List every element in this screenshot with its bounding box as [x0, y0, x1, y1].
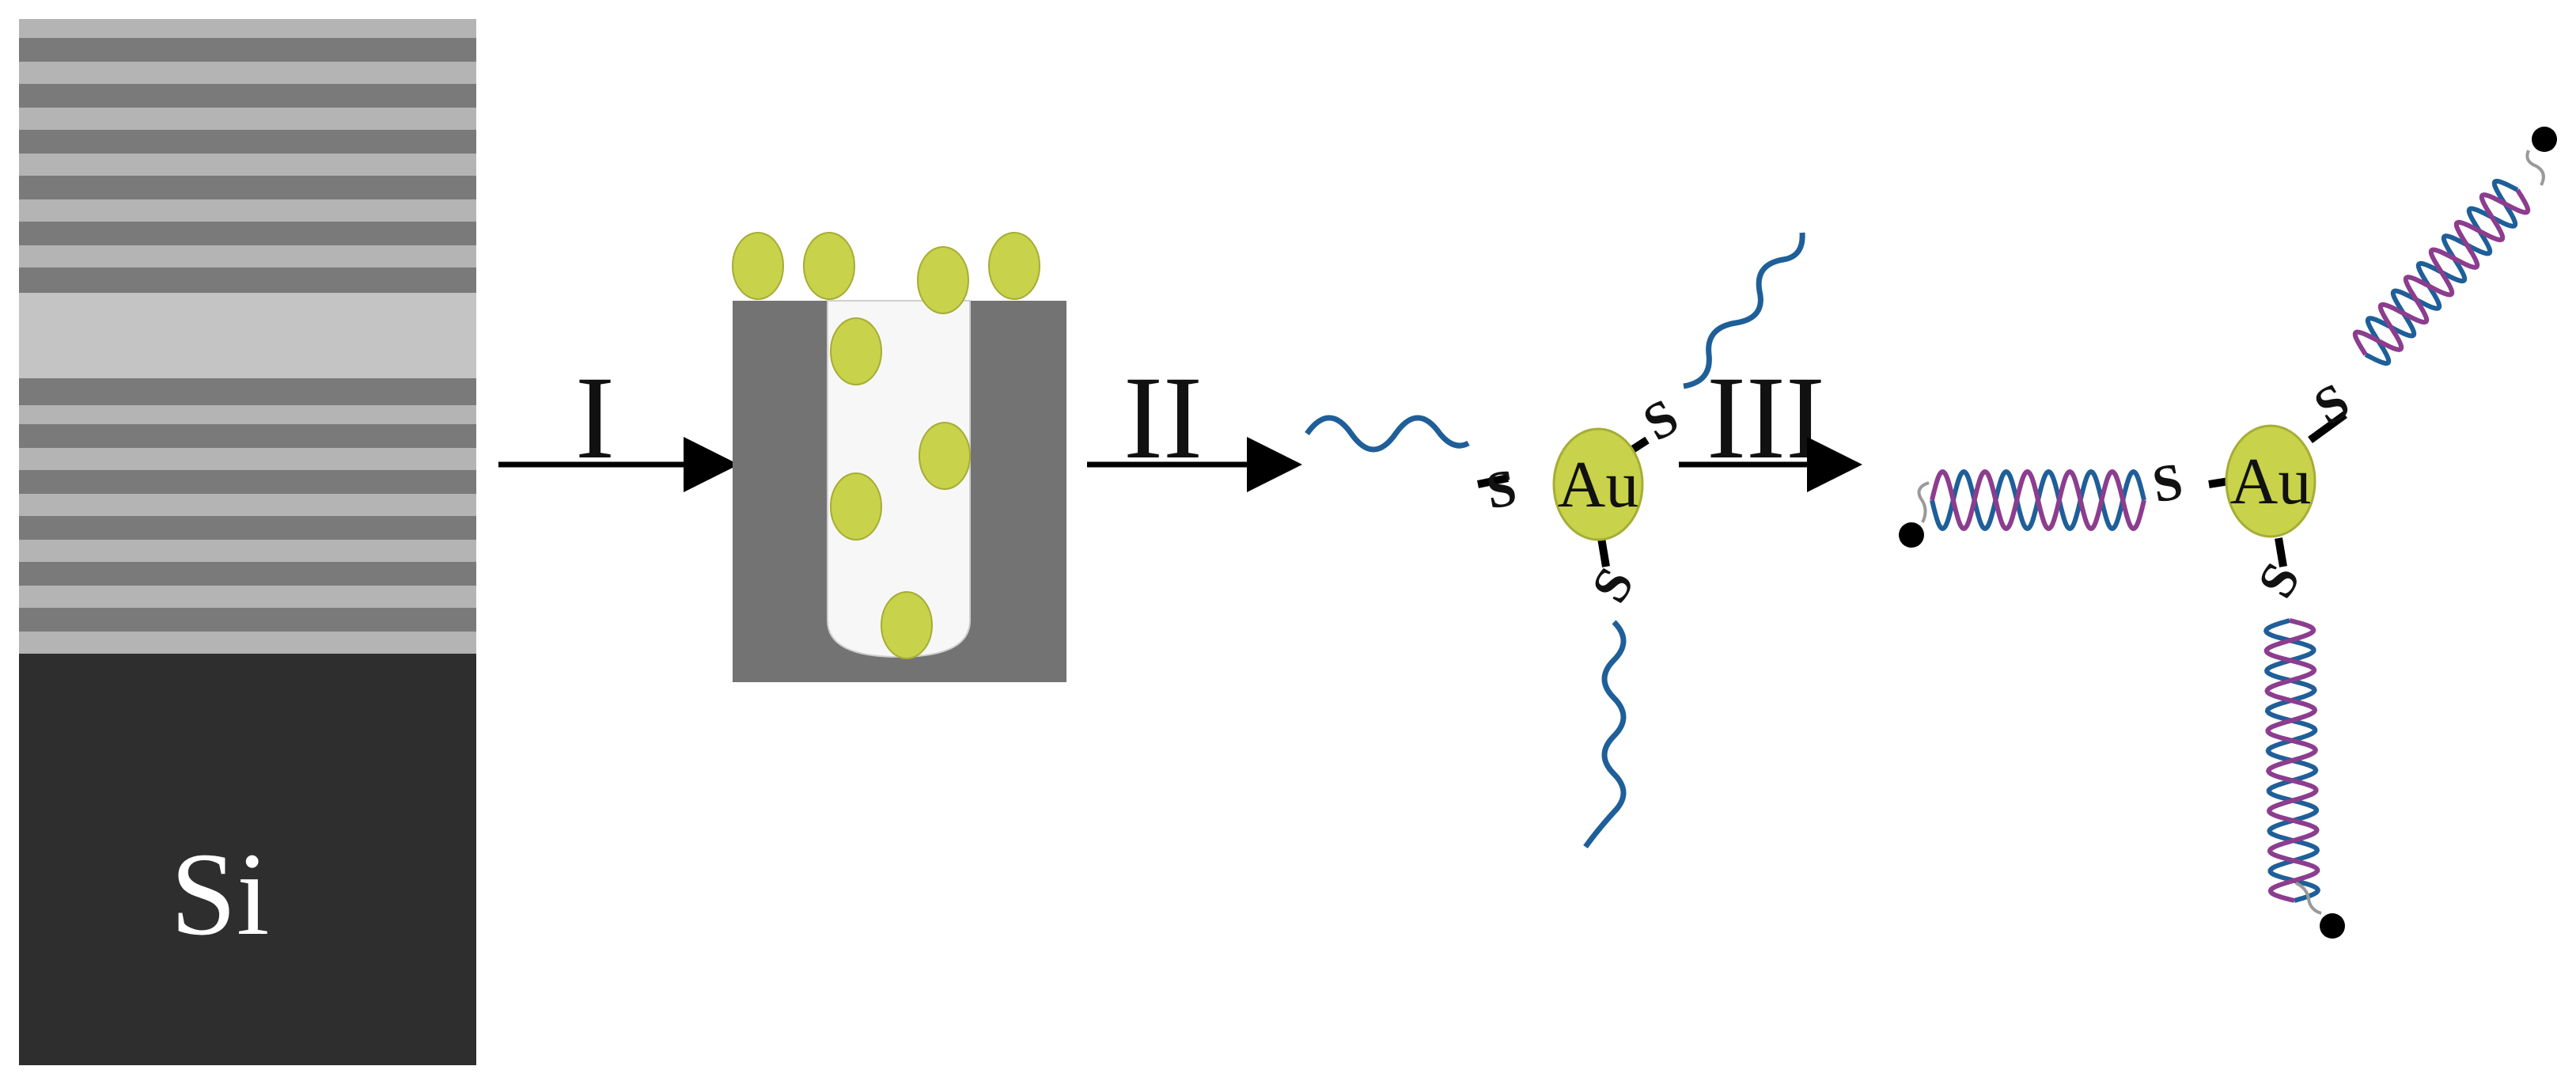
nanoparticle: [830, 472, 882, 541]
dsdna-strand: [2352, 188, 2531, 356]
step-3-label: III: [1707, 352, 1825, 484]
step-1-label: I: [575, 352, 615, 484]
gold-label: Au: [1558, 448, 1639, 522]
nanoparticle: [803, 232, 855, 300]
nanoparticle: [881, 591, 933, 659]
black-dot-icon: [2532, 127, 2557, 152]
nanoparticle: [830, 317, 882, 385]
film-dark-layer: [19, 84, 476, 108]
film-dark-layer: [19, 562, 476, 586]
thiol-bond: [1476, 474, 1510, 488]
nanoparticle-group: [732, 232, 1040, 659]
step-3: III: [1679, 352, 1862, 492]
film-dark-layer: [19, 222, 476, 245]
film-dark-layer: [19, 516, 476, 540]
dsdna-strand: [2263, 618, 2320, 903]
sulfur-label: S: [1581, 558, 1646, 612]
linker-tail: [2525, 150, 2545, 186]
film-dark-layer: [19, 470, 476, 494]
thiol-bond: [2308, 411, 2347, 444]
film-thick-layer: [19, 293, 476, 378]
film-dark-layer: [19, 38, 476, 62]
linker-tail: [1917, 481, 1930, 523]
nanoparticle: [917, 246, 969, 314]
ssdna-strand-top: [1683, 232, 1805, 389]
thiol-bond: [1597, 537, 1610, 567]
sulfur-label: S: [1482, 458, 1521, 520]
dsdna-helices: [1930, 178, 2531, 903]
film-dark-layer: [19, 130, 476, 154]
dsdna-strand: [1930, 469, 2146, 532]
film-dark-layer: [19, 608, 476, 632]
film-dark-layer: [19, 424, 476, 448]
substrate-stack: Si: [19, 19, 476, 1065]
ssdna-strand-bottom: [1583, 620, 1627, 849]
gold-label: Au: [2230, 445, 2312, 518]
substrate-label: Si: [170, 829, 269, 960]
silicon-substrate: [19, 654, 476, 1065]
sulfur-label: S: [2148, 452, 2187, 514]
gold-nanoparticle: [2225, 424, 2317, 538]
black-dot-icon: [1899, 522, 1924, 548]
film-dark-layer: [19, 267, 476, 293]
linker-tail: [2295, 882, 2322, 915]
film-dark-layer: [19, 176, 476, 199]
nanoparticle: [988, 232, 1040, 300]
film-dark-layer: [19, 378, 476, 405]
step-2: II: [1087, 352, 1302, 492]
au-ssdna-conjugate: S S S Au: [1305, 232, 1805, 849]
ssdna-strand-left: [1305, 415, 1470, 453]
multilayer-film: [19, 19, 476, 654]
thiol-bond: [2275, 537, 2287, 567]
step-1: I: [498, 352, 739, 492]
au-dsdna-conjugate: S S S Au: [1899, 127, 2557, 939]
gold-nanoparticle: [1552, 427, 1644, 541]
step-2-label: II: [1123, 352, 1203, 484]
sulfur-label: S: [2305, 372, 2358, 437]
nanoparticle: [732, 232, 784, 300]
black-dot-icon: [2320, 913, 2345, 939]
nanoparticle: [919, 422, 971, 490]
porous-template: [732, 232, 1066, 682]
